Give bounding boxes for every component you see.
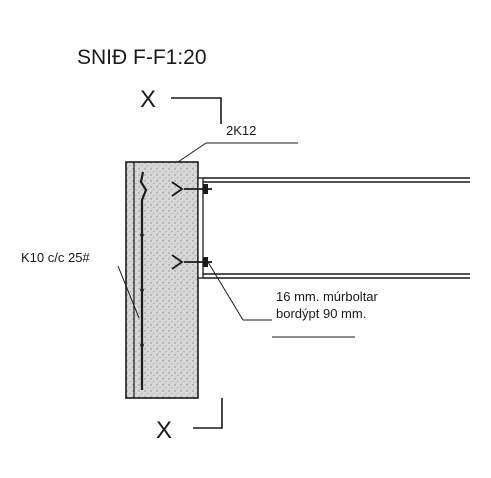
steel-plate — [197, 177, 204, 279]
anchor-upper — [171, 181, 184, 197]
rebar-dot — [140, 233, 144, 237]
bolt-upper-nut — [203, 184, 208, 194]
cut-line-top — [171, 97, 222, 124]
rebar-wall-label: K10 c/c 25# — [21, 250, 90, 265]
anchor-lower — [171, 254, 184, 270]
rebar-dot — [140, 343, 144, 347]
cut-marker-bottom: X — [156, 417, 172, 444]
bolt-note-leader — [207, 261, 244, 321]
section-title: SNIÐ F-F1:20 — [77, 46, 207, 69]
rebar-top-label: 2K12 — [226, 123, 256, 138]
cut-marker-top: X — [140, 86, 156, 113]
bolt-label-line1: 16 mm. múrboltar — [276, 289, 379, 304]
vertical-rebar — [139, 171, 148, 390]
bolt-lower-nut — [203, 257, 208, 267]
rebar-wall-leader — [117, 265, 140, 319]
concrete-wall — [125, 161, 199, 399]
cut-line-bottom — [193, 398, 223, 429]
rebar-dot — [140, 288, 144, 292]
bolt-label-line2: bordýpt 90 mm. — [276, 306, 366, 321]
